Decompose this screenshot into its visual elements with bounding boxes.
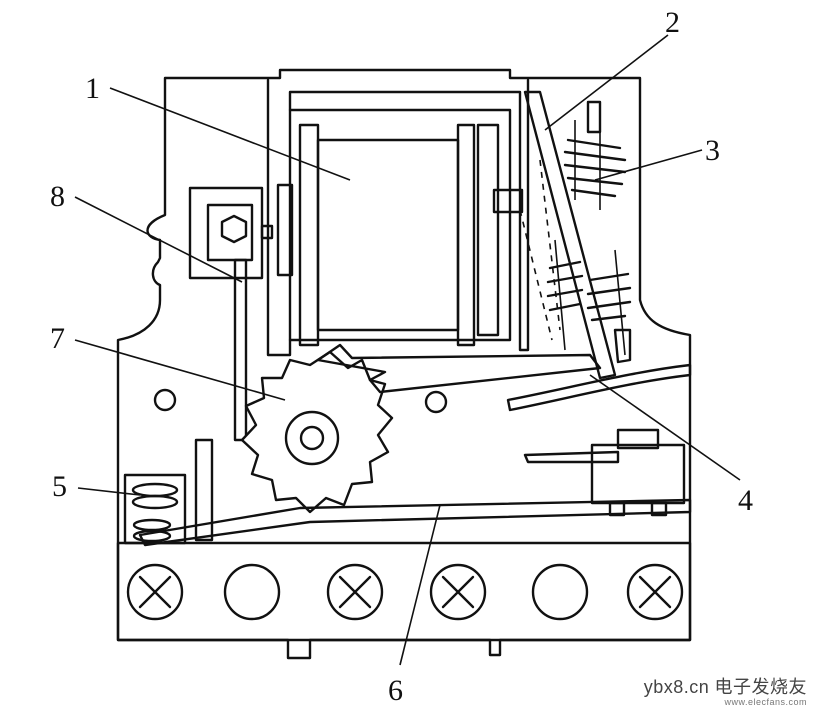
bimetal-strip <box>523 90 617 380</box>
spring-upper <box>563 100 627 210</box>
contact-arm-lower <box>506 363 692 412</box>
watermark: ybx8.cn 电子发烧友 www.elecfans.com <box>644 673 807 707</box>
leader-4 <box>589 374 741 481</box>
label-6: 6 <box>388 674 403 707</box>
dashed-guide <box>519 159 561 341</box>
reset-post <box>194 438 214 542</box>
terminal-screw-6 <box>626 563 684 621</box>
reset-spring <box>131 482 179 543</box>
label-3: 3 <box>705 134 720 167</box>
terminal-screws <box>126 563 684 621</box>
lever-8 <box>233 258 248 442</box>
leader-lines <box>74 34 741 666</box>
contact-cap <box>616 428 660 450</box>
coil-frame-inner <box>288 108 512 342</box>
contact-lever <box>523 450 620 464</box>
leader-3 <box>594 149 703 181</box>
coil-end-plate <box>476 123 500 337</box>
armature-block <box>492 188 524 214</box>
label-7: 7 <box>50 322 65 355</box>
coil-side-plate <box>276 183 294 277</box>
terminal-hole-2 <box>223 563 281 621</box>
watermark-site: ybx8.cn <box>643 677 710 697</box>
leader-6 <box>399 504 441 666</box>
watermark-url: www.elecfans.com <box>724 697 807 707</box>
adjust-nut-frame <box>206 203 254 262</box>
leader-7 <box>74 339 286 401</box>
label-4: 4 <box>738 484 753 517</box>
label-8: 8 <box>50 180 65 213</box>
coil-body <box>316 138 460 332</box>
terminal-hole-5 <box>531 563 589 621</box>
terminal-screw-1 <box>126 563 184 621</box>
leader-2 <box>544 34 669 131</box>
coil-flange-right <box>456 123 476 347</box>
contact-terminal <box>590 443 686 505</box>
coil-frame <box>266 78 530 357</box>
leader-8 <box>74 196 243 283</box>
coil-flange-left <box>298 123 320 347</box>
terminal-strip <box>116 541 692 642</box>
slide-bar <box>138 498 692 547</box>
hex-nut-icon <box>220 214 248 244</box>
housing-hole-left <box>153 388 177 412</box>
trip-pawl <box>316 343 602 394</box>
leader-1 <box>109 87 351 181</box>
ratchet-wheel <box>240 350 394 514</box>
label-5: 5 <box>52 470 67 503</box>
watermark-brand: 电子发烧友 <box>714 677 807 697</box>
leader-5 <box>77 487 141 496</box>
label-1: 1 <box>85 72 100 105</box>
terminal-screw-4 <box>429 563 487 621</box>
housing-hole-mid <box>424 390 448 414</box>
spring-lower <box>546 239 632 364</box>
terminal-screw-3 <box>326 563 384 621</box>
label-2: 2 <box>665 6 680 39</box>
contact-foot-right <box>650 501 668 517</box>
adjust-pin <box>260 224 274 240</box>
